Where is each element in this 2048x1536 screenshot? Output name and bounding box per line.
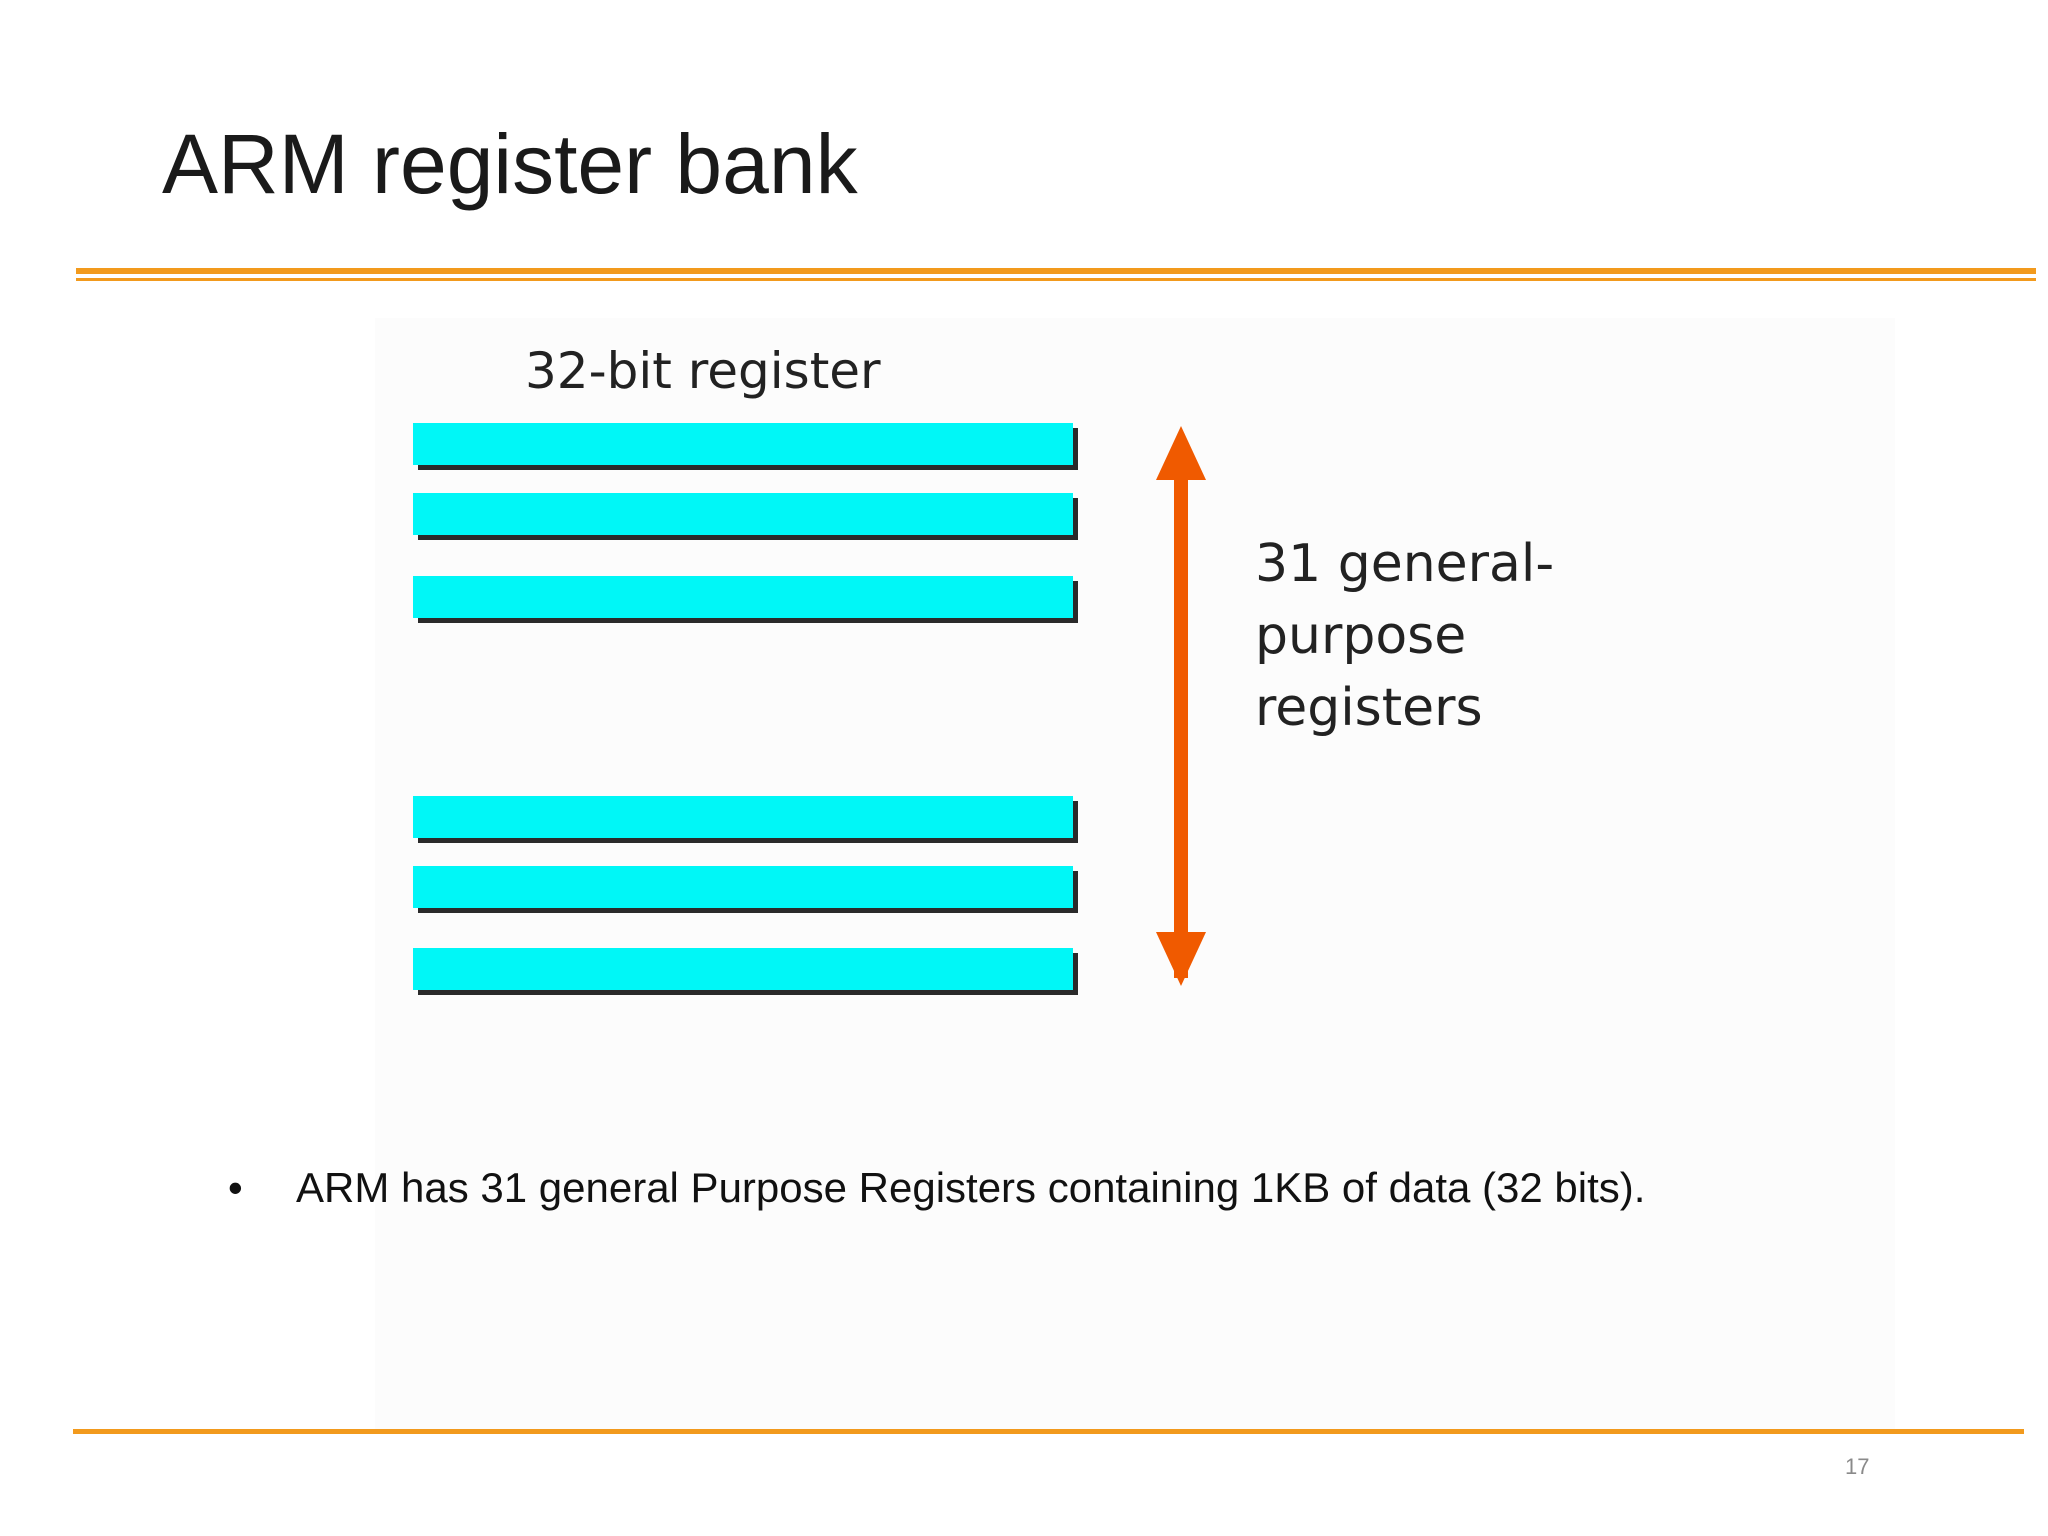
footer-divider [73,1429,2024,1434]
bullet-text: ARM has 31 general Purpose Registers con… [296,1164,1646,1211]
register-bar [413,796,1073,838]
bullet-item: • ARM has 31 general Purpose Registers c… [225,1162,1925,1214]
title-divider-thick [76,268,2036,274]
register-bank-diagram: 32-bit register 31 general-purpose regis… [375,318,1775,1038]
range-arrow-up-head [1156,426,1206,480]
slide-title: ARM register bank [162,117,858,211]
register-bank-graphic [413,423,1206,995]
bank-range-arrow [1156,426,1206,986]
range-arrow-down-head [1156,932,1206,986]
register-count-label: 31 general-purpose registers [1255,528,1755,744]
title-divider-thin [76,278,2036,281]
bullet-marker: • [228,1164,243,1211]
register-count-label-line1: 31 general-purpose [1255,534,1555,666]
register-bar [413,576,1073,618]
bullet-list: • ARM has 31 general Purpose Registers c… [225,1162,1925,1214]
register-bar [413,493,1073,535]
register-stack [413,423,1078,995]
page-number: 17 [1845,1454,1870,1479]
register-count-label-line2: registers [1255,678,1483,738]
register-bar [413,866,1073,908]
register-width-label: 32-bit register [525,342,881,400]
register-bar [413,948,1073,990]
register-bar [413,423,1073,465]
